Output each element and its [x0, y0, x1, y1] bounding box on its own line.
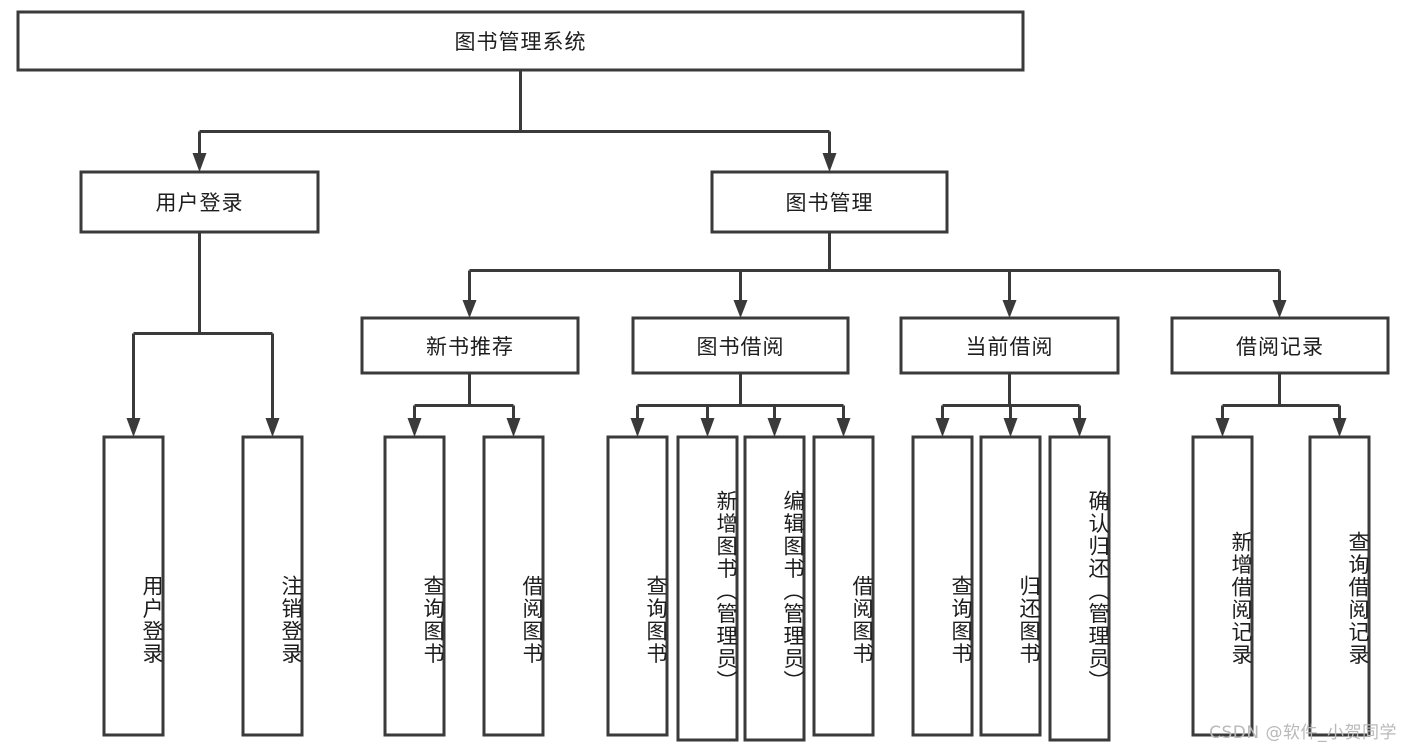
node-book-borrow[interactable] — [631, 316, 850, 375]
node-confirm-return-admin[interactable] — [1048, 435, 1111, 742]
node-edit-book-admin[interactable] — [743, 435, 806, 742]
node-current-borrow[interactable] — [899, 316, 1120, 375]
node-user-logout[interactable] — [241, 435, 304, 737]
connectors-book-manage — [462, 232, 1287, 318]
node-borrow-book-1[interactable] — [482, 435, 545, 737]
watermark-text: CSDN @软件_小贺同学 — [1209, 723, 1397, 743]
connectors-book-borrow — [630, 373, 851, 437]
connectors-root — [192, 70, 837, 172]
connectors-borrow-record — [1215, 373, 1347, 437]
node-return-book[interactable] — [979, 435, 1042, 737]
node-query-book-3[interactable] — [911, 435, 974, 737]
node-book-manage[interactable] — [710, 170, 949, 234]
node-user-login-do[interactable] — [102, 435, 165, 737]
node-query-borrow-record[interactable] — [1308, 435, 1371, 737]
node-user-login[interactable] — [79, 170, 320, 234]
connectors-current-borrow — [935, 373, 1087, 437]
node-root-system[interactable] — [16, 10, 1025, 72]
node-borrow-record[interactable] — [1170, 316, 1390, 375]
node-add-book-admin[interactable] — [676, 435, 739, 742]
connectors-user-login — [126, 232, 280, 437]
node-add-borrow-record[interactable] — [1191, 435, 1254, 737]
node-new-book-recommend[interactable] — [360, 316, 580, 375]
node-query-book-1[interactable] — [383, 435, 446, 737]
node-query-book-2[interactable] — [606, 435, 669, 737]
connectors-new-book-recommend — [407, 373, 521, 437]
node-borrow-book-2[interactable] — [812, 435, 875, 737]
